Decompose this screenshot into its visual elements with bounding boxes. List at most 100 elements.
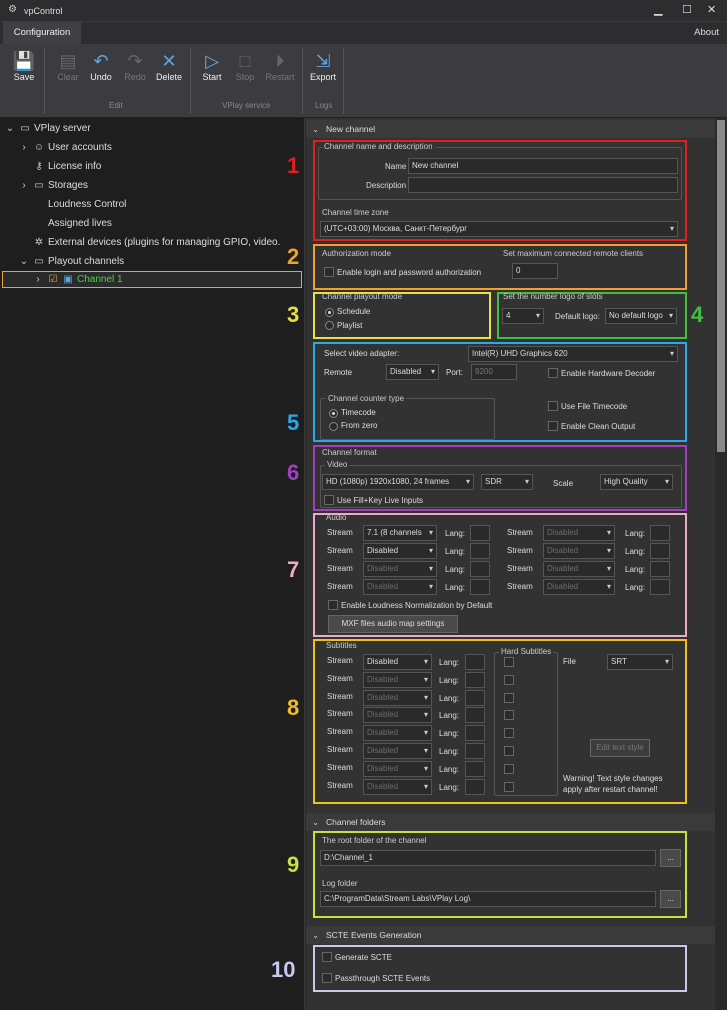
hw-decoder-checkbox[interactable]	[548, 368, 558, 378]
audio-stream-select[interactable]: Disabled	[543, 561, 615, 577]
video-adapter-select[interactable]: Intel(R) UHD Graphics 620	[468, 346, 678, 362]
logo-slots-select[interactable]: 4	[502, 308, 544, 324]
audio-stream-select[interactable]: Disabled	[543, 543, 615, 559]
video-format-select[interactable]: HD (1080p) 1920x1080, 24 frames	[322, 474, 474, 490]
audio-lang-field[interactable]	[470, 561, 490, 577]
collapse-icon[interactable]: ⌄	[312, 124, 320, 134]
hard-subtitle-checkbox[interactable]	[504, 781, 514, 792]
chevron-right-icon[interactable]: ›	[36, 274, 40, 285]
export-button[interactable]: ⇲Export	[305, 50, 341, 82]
subtitle-lang-field[interactable]	[465, 778, 485, 795]
section-header-scte[interactable]: ⌄SCTE Events Generation	[306, 926, 715, 944]
subtitle-lang-field[interactable]	[465, 654, 485, 670]
tree-item-channel-1[interactable]	[2, 271, 302, 288]
hard-subtitle-checkbox[interactable]	[504, 763, 514, 774]
audio-stream-select[interactable]: Disabled	[363, 543, 437, 559]
chevron-right-icon[interactable]: ›	[22, 180, 26, 191]
audio-stream-select[interactable]: Disabled	[363, 579, 437, 595]
subtitle-lang-field[interactable]	[465, 671, 485, 688]
tree-item-vplay-server[interactable]: ⌄▭VPlay server	[4, 120, 91, 138]
loudness-checkbox[interactable]	[328, 600, 338, 610]
root-folder-browse-button[interactable]: ...	[660, 849, 681, 867]
log-folder-field[interactable]: C:\ProgramData\Stream Labs\VPlay Log\	[320, 891, 656, 907]
subtitle-stream-select[interactable]: Disabled	[363, 760, 432, 777]
undo-button[interactable]: ↶Undo	[83, 50, 119, 82]
remote-select[interactable]: Disabled	[386, 364, 439, 380]
close-icon[interactable]: ✕	[707, 4, 717, 16]
log-folder-browse-button[interactable]: ...	[660, 890, 681, 908]
audio-lang-field[interactable]	[650, 561, 670, 577]
tab-configuration[interactable]: Configuration	[3, 22, 81, 44]
scale-select[interactable]: High Quality	[600, 474, 673, 490]
tree-item-playout-channels[interactable]: ⌄▭Playout channels	[18, 253, 124, 271]
timecode-radio[interactable]	[329, 409, 338, 418]
hard-subtitle-checkbox[interactable]	[504, 746, 514, 756]
hard-subtitle-checkbox[interactable]	[504, 657, 514, 667]
auth-checkbox[interactable]	[324, 267, 334, 277]
hard-subtitle-checkbox[interactable]	[504, 728, 514, 739]
subtitle-lang-field[interactable]	[465, 725, 485, 742]
audio-lang-field[interactable]	[650, 543, 670, 559]
delete-button[interactable]: ✕Delete	[151, 50, 187, 82]
collapse-icon[interactable]: ⌄	[312, 817, 320, 827]
subtitle-file-select[interactable]: SRT	[607, 654, 673, 670]
subtitle-stream-select[interactable]: Disabled	[363, 707, 432, 724]
subtitle-stream-select[interactable]: Disabled	[363, 671, 432, 688]
name-field[interactable]: New channel	[408, 158, 678, 174]
playlist-radio[interactable]	[325, 321, 334, 330]
root-folder-field[interactable]: D:\Channel_1	[320, 850, 656, 866]
save-button[interactable]: 💾Save	[6, 50, 42, 82]
scrollbar-thumb[interactable]	[717, 120, 725, 452]
about-link[interactable]: About	[694, 27, 719, 38]
stop-button[interactable]: □Stop	[227, 50, 263, 82]
subtitle-stream-select[interactable]: Disabled	[363, 725, 432, 742]
passthrough-scte-checkbox[interactable]	[322, 973, 332, 983]
subtitle-lang-field[interactable]	[465, 707, 485, 724]
hard-subtitle-checkbox[interactable]	[504, 674, 514, 685]
tree-item-loudness[interactable]: Loudness Control	[48, 196, 126, 214]
tree-item-assigned-lives[interactable]: Assigned lives	[48, 215, 112, 233]
section-header-new-channel[interactable]: ⌄New channel	[306, 120, 715, 138]
tree-item-external-devices[interactable]: ✲External devices (plugins for managing …	[33, 234, 281, 252]
audio-stream-select[interactable]: 7.1 (8 channels	[363, 525, 437, 541]
start-button[interactable]: ▷Start	[194, 50, 230, 82]
minimize-icon[interactable]: ▁	[654, 4, 663, 16]
checkbox-icon[interactable]: ☑	[48, 274, 58, 285]
from-zero-radio[interactable]	[329, 422, 338, 431]
max-clients-stepper[interactable]: 0	[512, 263, 558, 279]
schedule-radio[interactable]	[325, 308, 334, 317]
audio-lang-field[interactable]	[470, 525, 490, 541]
channel-1-row[interactable]: ›☑▣Channel 1	[32, 271, 122, 289]
subtitle-stream-select[interactable]: Disabled	[363, 778, 432, 795]
subtitle-stream-select[interactable]: Disabled	[363, 689, 432, 706]
hard-subtitle-checkbox[interactable]	[504, 710, 514, 721]
collapse-icon[interactable]: ⌄	[312, 930, 320, 940]
maximize-icon[interactable]: ☐	[682, 4, 692, 16]
expand-icon[interactable]: ⌄	[19, 256, 29, 267]
clear-button[interactable]: ▤Clear	[50, 50, 86, 82]
hard-subtitle-checkbox[interactable]	[504, 692, 514, 703]
clean-output-checkbox[interactable]	[548, 421, 558, 431]
subtitle-lang-field[interactable]	[465, 743, 485, 759]
edit-text-style-button[interactable]: Edit text style	[590, 739, 650, 757]
audio-stream-select[interactable]: Disabled	[543, 525, 615, 541]
subtitle-lang-field[interactable]	[465, 689, 485, 706]
fillkey-checkbox[interactable]	[324, 495, 334, 505]
subtitle-stream-select[interactable]: Disabled	[363, 743, 432, 759]
port-field[interactable]: 9200	[471, 364, 517, 380]
audio-lang-field[interactable]	[650, 579, 670, 595]
restart-button[interactable]: ⏵Restart	[262, 50, 298, 82]
audio-lang-field[interactable]	[470, 579, 490, 595]
tree-item-storages[interactable]: ›▭Storages	[18, 177, 88, 195]
tree-item-license[interactable]: ⚷License info	[33, 158, 101, 176]
file-timecode-checkbox[interactable]	[548, 401, 558, 411]
mxf-audio-map-button[interactable]: MXF files audio map settings	[328, 615, 458, 633]
audio-lang-field[interactable]	[470, 543, 490, 559]
timezone-select[interactable]: (UTC+03:00) Москва, Санкт-Петербург	[320, 221, 678, 237]
subtitle-stream-select[interactable]: Disabled	[363, 654, 432, 670]
tree-item-user-accounts[interactable]: ›☺User accounts	[18, 139, 112, 157]
dynamic-range-select[interactable]: SDR	[481, 474, 533, 490]
default-logo-select[interactable]: No default logo	[605, 308, 677, 324]
redo-button[interactable]: ↷Redo	[117, 50, 153, 82]
chevron-right-icon[interactable]: ›	[22, 142, 26, 153]
